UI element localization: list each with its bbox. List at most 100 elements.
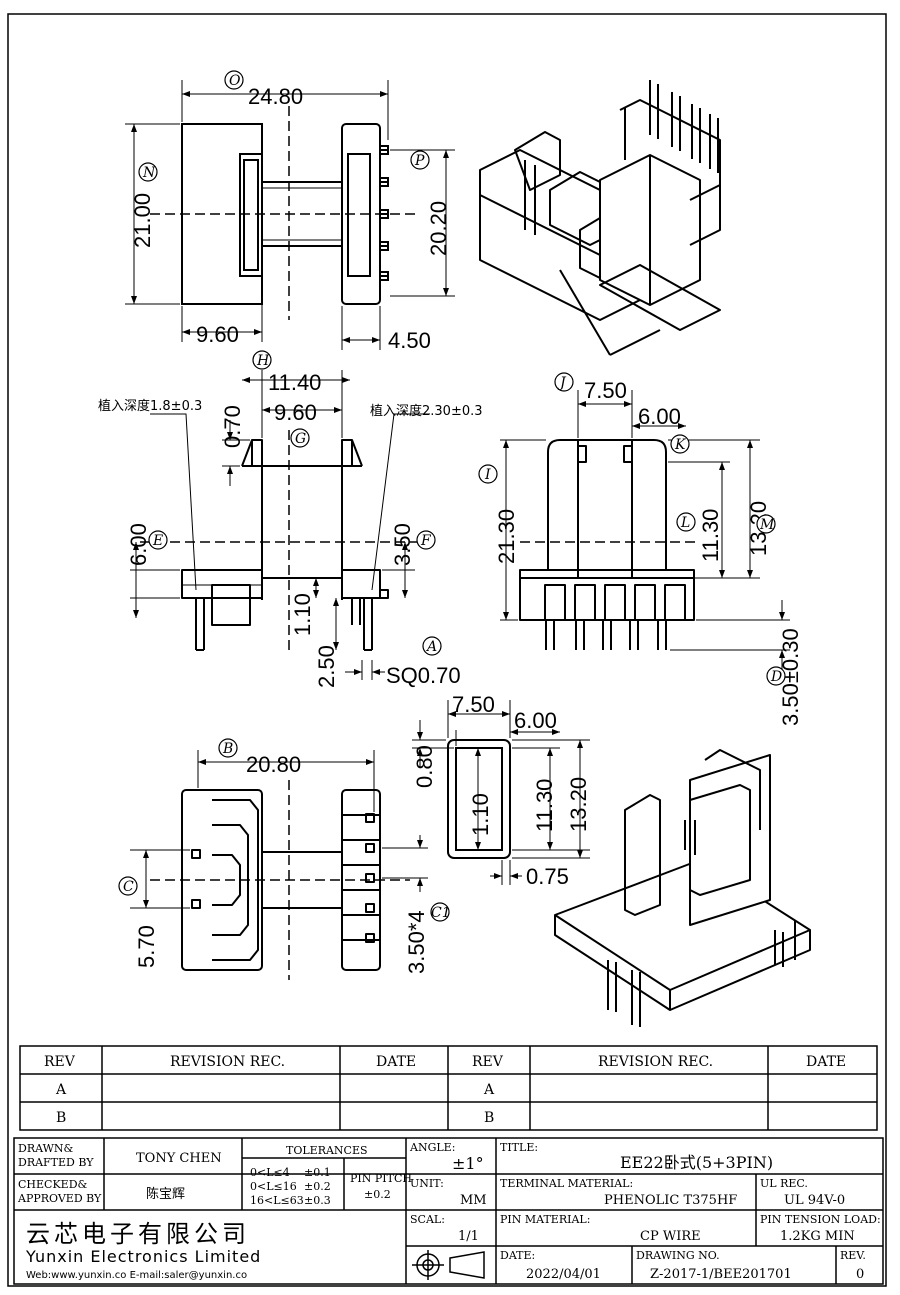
- pin-tension-value: 1.2KG MIN: [780, 1229, 855, 1244]
- rev-value: 0: [856, 1267, 864, 1282]
- angle-value: ±1°: [452, 1154, 484, 1173]
- dim-b: 20.80: [246, 752, 301, 777]
- checked-label: CHECKED&: [18, 1178, 88, 1191]
- title-label: TITLE:: [500, 1141, 538, 1154]
- projection-symbol-icon: [412, 1250, 485, 1280]
- dim-9-60-mid: 9.60: [274, 400, 317, 425]
- revrec-header-2: REVISION REC.: [598, 1054, 713, 1070]
- rev-header-1: REV: [44, 1054, 76, 1070]
- balloon-b: B: [222, 741, 233, 757]
- drawing-no-label: DRAWING NO.: [636, 1249, 720, 1262]
- dim-p: 20.20: [426, 201, 451, 256]
- dim-2-50: 2.50: [314, 645, 339, 688]
- company-web: Web:www.yunxin.co E-mail:saler@yunxin.co: [26, 1270, 247, 1281]
- iso-view-2: [554, 749, 811, 1027]
- view-front: [181, 439, 389, 651]
- balloon-g: G: [295, 431, 306, 447]
- balloon-f: F: [420, 533, 432, 549]
- dim-h: 11.40: [268, 370, 321, 395]
- view-side-dims: [500, 390, 790, 670]
- date-value: 2022/04/01: [526, 1267, 601, 1282]
- terminal-value: PHENOLIC T375HF: [604, 1193, 737, 1208]
- balloon-h: H: [256, 353, 270, 369]
- tol-range-1: 0<L≤4: [250, 1166, 290, 1179]
- balloon-c: C: [123, 879, 134, 895]
- note-depth-left: 植入深度1.8±0.3: [98, 398, 202, 414]
- balloon-i: I: [484, 467, 491, 483]
- dim-4-50: 4.50: [388, 328, 431, 353]
- tol-range-2: 0<L≤16: [250, 1180, 297, 1193]
- dim-sq: SQ0.70: [386, 663, 461, 688]
- view-top: [181, 123, 389, 305]
- dim-slot-13-20: 13.20: [566, 777, 591, 832]
- rev-row-a-left: A: [55, 1082, 67, 1098]
- view-bottom-dims: [130, 750, 428, 909]
- view-slot-dims: [412, 700, 590, 885]
- ul-value: UL 94V-0: [784, 1193, 845, 1208]
- view-side: [519, 439, 695, 650]
- revrec-header-1: REVISION REC.: [170, 1054, 285, 1070]
- dim-0-70: 0.70: [220, 405, 245, 448]
- drafted-label: DRAFTED BY: [18, 1156, 94, 1169]
- balloon-m: M: [759, 517, 775, 533]
- balloon-k: K: [674, 437, 687, 453]
- pin-pitch-label: PIN PITCH: [350, 1172, 412, 1185]
- drawing-no-value: Z-2017-1/BEE201701: [650, 1267, 792, 1282]
- iso-view-1: [479, 80, 721, 356]
- dim-f: 3.50: [390, 523, 415, 566]
- company-name-en: Yunxin Electronics Limited: [25, 1247, 261, 1266]
- approved-label: APPROVED BY: [17, 1192, 102, 1205]
- scale-label: SCAL:: [410, 1213, 445, 1226]
- rev-header-2: REV: [472, 1054, 504, 1070]
- balloon-d: D: [770, 669, 782, 685]
- date-label: DATE:: [500, 1249, 535, 1262]
- balloon-a: A: [425, 639, 437, 655]
- approved-name: 陈宝辉: [146, 1186, 185, 1202]
- dim-c: 5.70: [134, 925, 159, 968]
- balloon-j: J: [557, 375, 567, 391]
- title-value: EE22卧式(5+3PIN): [620, 1153, 773, 1172]
- view-bottom-centerline: [150, 780, 410, 980]
- tolerances-label: TOLERANCES: [286, 1144, 368, 1157]
- dim-9-60-top: 9.60: [196, 322, 239, 347]
- drawn-name: TONY CHEN: [136, 1151, 222, 1166]
- dim-l: 11.30: [698, 509, 723, 562]
- balloon-p: P: [414, 153, 425, 169]
- dim-j: 7.50: [584, 378, 627, 403]
- dim-o: 24.80: [248, 84, 303, 109]
- balloon-l: L: [680, 515, 690, 531]
- dim-slot-0-80: 0.80: [412, 745, 437, 788]
- balloon-n: N: [142, 165, 156, 181]
- revision-table: [19, 1045, 878, 1131]
- view-front-dims: [130, 370, 430, 680]
- angle-label: ANGLE:: [409, 1141, 455, 1154]
- unit-value: MM: [460, 1193, 487, 1208]
- dim-k: 6.00: [638, 404, 681, 429]
- pin-pitch-value: ±0.2: [364, 1188, 391, 1201]
- unit-label: UNIT:: [410, 1177, 444, 1190]
- dim-slot-0-75: 0.75: [526, 864, 569, 889]
- date-header-1: DATE: [376, 1054, 416, 1070]
- dim-slot-6-00: 6.00: [514, 708, 557, 733]
- tol-range-3: 16<L≤63: [250, 1194, 304, 1207]
- rev-row-b-left: B: [56, 1110, 66, 1126]
- rev-row-b-right: B: [484, 1110, 494, 1126]
- balloon-o: O: [229, 73, 241, 89]
- dim-e: 6.00: [126, 523, 151, 566]
- drawn-label: DRAWN&: [18, 1142, 74, 1155]
- pin-material-value: CP WIRE: [640, 1229, 701, 1244]
- pin-material-label: PIN MATERIAL:: [500, 1213, 590, 1226]
- dim-slot-7-50: 7.50: [452, 692, 495, 717]
- view-top-centerlines: [150, 106, 420, 320]
- tol-value-1: ±0.1: [304, 1166, 331, 1179]
- company-name-cn: 云芯电子有限公司: [26, 1220, 250, 1248]
- pin-tension-label: PIN TENSION LOAD:: [760, 1213, 881, 1226]
- view-front-centerlines: [140, 430, 420, 650]
- view-top-dims: [125, 80, 455, 350]
- dim-slot-1-10: 1.10: [468, 793, 493, 836]
- title-block-grid: [13, 1137, 884, 1285]
- tol-value-2: ±0.2: [304, 1180, 331, 1193]
- dim-n: 21.00: [130, 193, 155, 248]
- scale-value: 1/1: [458, 1229, 479, 1244]
